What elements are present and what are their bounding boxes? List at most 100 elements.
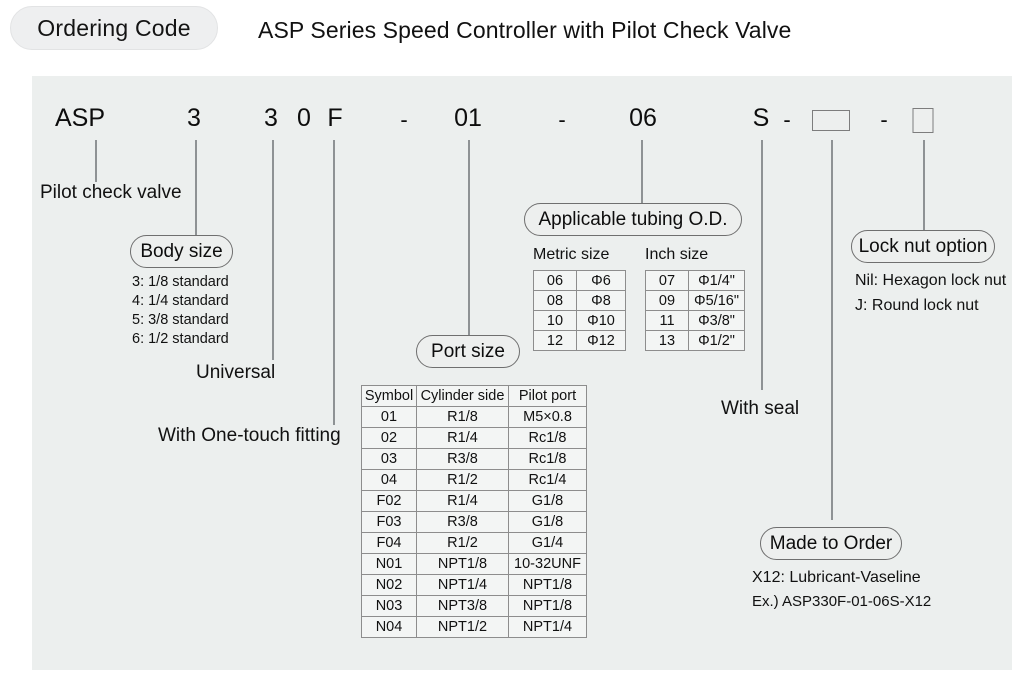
cell-cylinder: R3/8 — [416, 448, 509, 470]
lock-nut-nil: Nil: Hexagon lock nut — [855, 272, 1007, 289]
code-token-bodysize: 3 — [187, 104, 201, 132]
callout-lock-nut-option-label: Lock nut option — [858, 235, 988, 257]
cell-pilot: Rc1/4 — [508, 469, 587, 491]
cell-diameter: Φ12 — [576, 330, 626, 351]
callout-applicable-tubing: Applicable tubing O.D. — [524, 203, 742, 236]
cell-code: 09 — [645, 290, 689, 311]
cell-symbol: F03 — [361, 511, 417, 533]
cell-code: 11 — [645, 310, 689, 331]
code-token-zero: 0 — [297, 104, 311, 132]
callout-made-to-order: Made to Order — [760, 527, 902, 560]
cell-cylinder: R1/2 — [416, 532, 509, 554]
connector-made-to-order — [831, 140, 833, 520]
cell-cylinder: R1/2 — [416, 469, 509, 491]
cell-cylinder: NPT1/2 — [416, 616, 509, 638]
cell-diameter: Φ8 — [576, 290, 626, 311]
cell-symbol: N01 — [361, 553, 417, 575]
callout-lock-nut-option: Lock nut option — [851, 230, 995, 263]
cell-symbol: N04 — [361, 616, 417, 638]
cell-code: 13 — [645, 330, 689, 351]
cell-diameter: Φ1/4" — [688, 270, 745, 291]
cell-pilot: 10-32UNF — [508, 553, 587, 575]
connector-pilot-check-valve — [95, 140, 97, 182]
cell-pilot: G1/4 — [508, 532, 587, 554]
code-token-fitting: F — [327, 104, 343, 132]
cell-cylinder: R1/4 — [416, 490, 509, 512]
callout-made-to-order-label: Made to Order — [769, 532, 893, 554]
cell-code: 07 — [645, 270, 689, 291]
cell-pilot: NPT1/8 — [508, 574, 587, 596]
made-to-order-x12: X12: Lubricant-Vaseline — [752, 569, 921, 586]
cell-cylinder: R1/8 — [416, 406, 509, 428]
cell-symbol: 04 — [361, 469, 417, 491]
caption-inch-size: Inch size — [645, 246, 709, 263]
cell-cylinder: R3/8 — [416, 511, 509, 533]
cell-symbol: 02 — [361, 427, 417, 449]
cell-pilot: NPT1/8 — [508, 595, 587, 617]
body-size-legend-6: 6: 1/2 standard — [132, 331, 229, 347]
label-with-seal: With seal — [721, 398, 800, 419]
label-universal: Universal — [196, 362, 276, 383]
cell-cylinder: R1/4 — [416, 427, 509, 449]
table-header-row: Symbol Cylinder side Pilot port — [361, 385, 587, 407]
callout-port-size: Port size — [416, 335, 520, 368]
code-dash-2: - — [558, 107, 566, 132]
connector-universal — [272, 140, 274, 360]
code-token-asp: ASP — [54, 104, 106, 132]
cell-symbol: F02 — [361, 490, 417, 512]
col-symbol: Symbol — [361, 385, 417, 407]
code-token-portsize: 01 — [454, 104, 482, 132]
cell-symbol: N02 — [361, 574, 417, 596]
connector-with-seal — [761, 140, 763, 390]
cell-diameter: Φ6 — [576, 270, 626, 291]
cell-pilot: Rc1/8 — [508, 448, 587, 470]
col-cylinder-side: Cylinder side — [416, 385, 509, 407]
code-blank-box-locknut — [812, 110, 850, 131]
body-size-legend-5: 5: 3/8 standard — [132, 312, 229, 328]
code-token-seal: S — [752, 104, 770, 132]
col-pilot-port: Pilot port — [508, 385, 587, 407]
caption-metric-size: Metric size — [533, 246, 610, 263]
cell-pilot: G1/8 — [508, 490, 587, 512]
cell-diameter: Φ10 — [576, 310, 626, 331]
cell-code: 06 — [533, 270, 577, 291]
cell-pilot: M5×0.8 — [508, 406, 587, 428]
callout-body-size-label: Body size — [140, 240, 223, 262]
cell-diameter: Φ3/8" — [688, 310, 745, 331]
body-size-legend-4: 4: 1/4 standard — [132, 293, 229, 309]
cell-symbol: 03 — [361, 448, 417, 470]
cell-cylinder: NPT1/8 — [416, 553, 509, 575]
connector-body-size — [195, 140, 197, 240]
cell-pilot: Rc1/8 — [508, 427, 587, 449]
made-to-order-notes: X12: Lubricant-Vaseline Ex.) ASP330F-01-… — [752, 565, 931, 614]
connector-port-size — [468, 140, 470, 335]
connector-lock-nut-option — [923, 140, 925, 230]
code-token-universal: 3 — [264, 104, 278, 132]
code-dash-3: - — [783, 107, 791, 132]
cell-diameter: Φ1/2" — [688, 330, 745, 351]
label-one-touch-fitting: With One-touch fitting — [158, 425, 341, 446]
page-title: ASP Series Speed Controller with Pilot C… — [258, 17, 792, 43]
lock-nut-j: J: Round lock nut — [855, 297, 979, 314]
connector-applicable-tubing — [641, 140, 643, 203]
ordering-code-badge: Ordering Code — [10, 6, 218, 50]
callout-body-size: Body size — [130, 235, 233, 268]
cell-diameter: Φ5/16" — [688, 290, 745, 311]
cell-pilot: NPT1/4 — [508, 616, 587, 638]
code-dash-4: - — [880, 107, 888, 132]
cell-symbol: 01 — [361, 406, 417, 428]
